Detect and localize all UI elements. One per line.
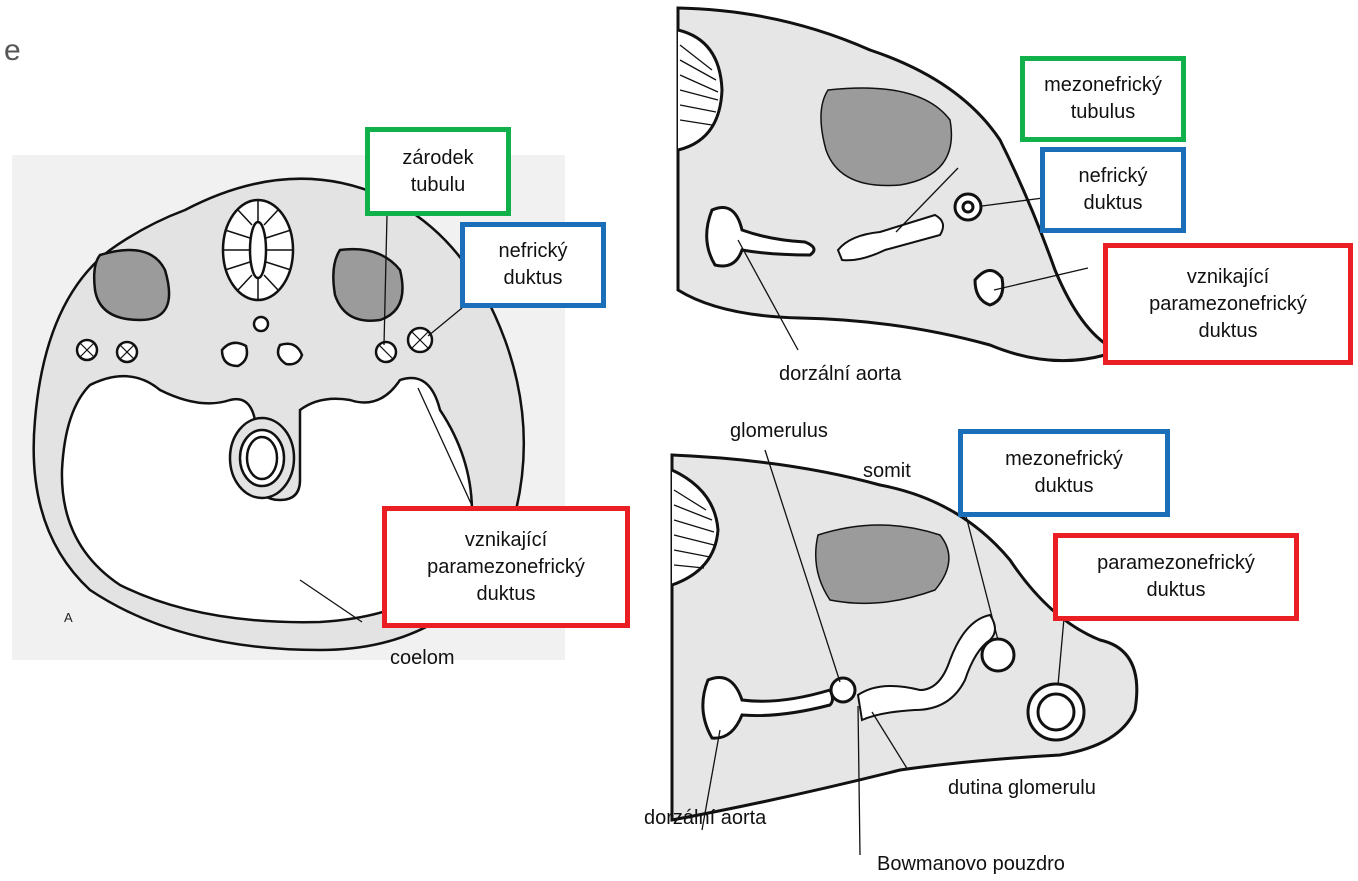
figure-c-mesonephric-duct (982, 639, 1014, 671)
label-bowman-capsule: Bowmanovo pouzdro (877, 852, 1065, 876)
figure-c-somite (816, 525, 949, 603)
figure-letter-a: A (64, 610, 73, 625)
label-paramesonephric-c: paramezonefrický duktus (1053, 533, 1299, 621)
figure-c-glomerulus (831, 678, 855, 702)
label-glomerulus: glomerulus (730, 419, 828, 443)
label-nephric-duct-b: nefrický duktus (1040, 147, 1186, 233)
label-dorsal-aorta-c: dorzální aorta (644, 806, 766, 830)
label-nephric-duct-a: nefrický duktus (460, 222, 606, 308)
notochord (254, 317, 268, 331)
aorta-left (222, 343, 247, 366)
corner-glyph: e (4, 34, 21, 68)
label-tubule-primordium: zárodek tubulu (365, 127, 511, 216)
label-paramesonephric-a: vznikající paramezonefrický duktus (382, 506, 630, 628)
label-coelom: coelom (390, 646, 454, 670)
label-dutina-glomerulu: dutina glomerulu (948, 776, 1096, 800)
label-dorsal-aorta-b: dorzální aorta (779, 362, 901, 386)
label-mesonephric-duct-c: mezonefrický duktus (958, 429, 1170, 517)
somite-left (94, 250, 169, 320)
label-somit: somit (863, 459, 911, 483)
label-mesonephric-tubule: mezonefrický tubulus (1020, 56, 1186, 142)
label-paramesonephric-b: vznikající paramezonefrický duktus (1103, 243, 1353, 365)
